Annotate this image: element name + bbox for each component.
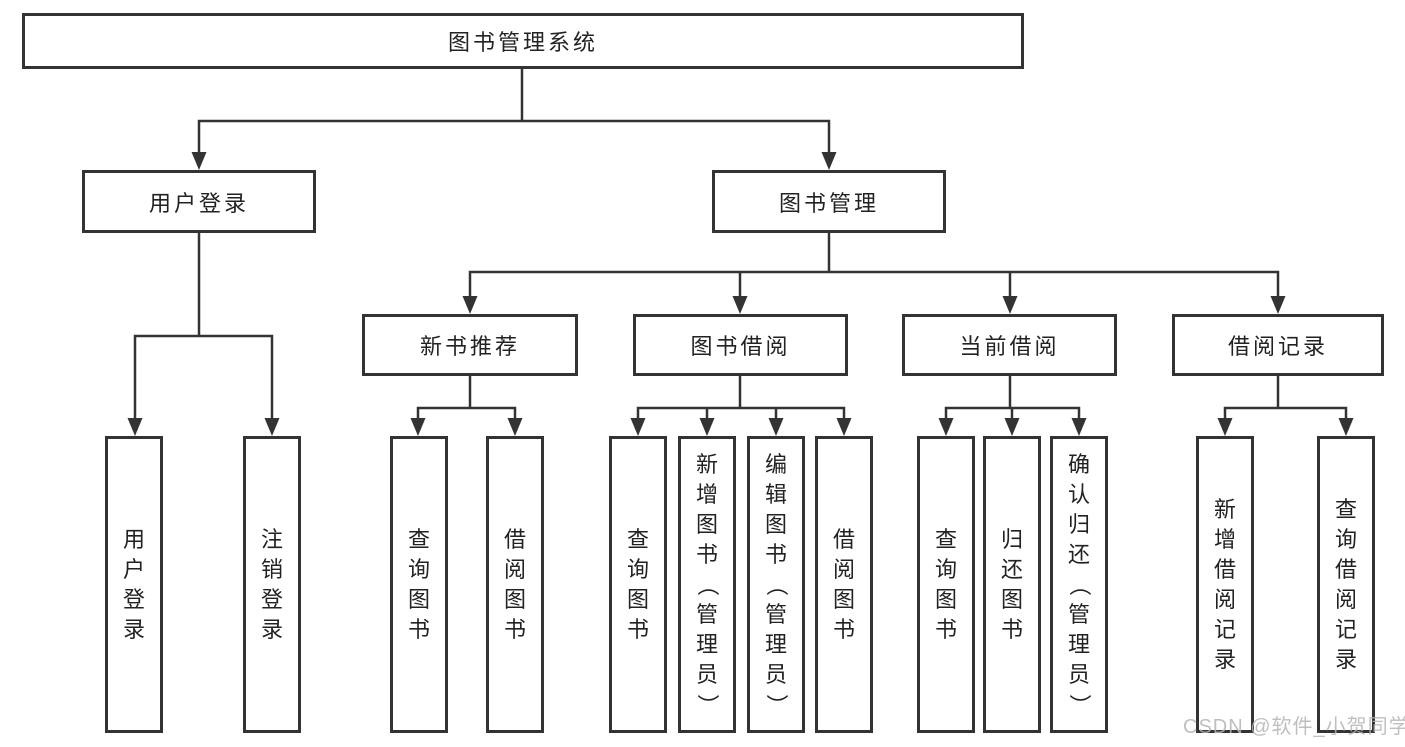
leaf-label: 新增借阅记录 — [1213, 496, 1236, 672]
leaf-label: 查询借阅记录 — [1334, 496, 1357, 672]
node-current-borrowing: 当前借阅 — [902, 314, 1117, 376]
leaf-cb-confirm-return-admin: 确认归还（管理员） — [1050, 436, 1108, 733]
leaf-label: 新增图书（管理员） — [694, 451, 720, 716]
node-label: 图书管理 — [778, 190, 879, 216]
leaf-br-add-record: 新增借阅记录 — [1196, 436, 1254, 733]
leaf-bb-query-books: 查询图书 — [609, 436, 667, 733]
node-user-login: 用户登录 — [82, 170, 316, 233]
leaf-label: 编辑图书（管理员） — [763, 451, 789, 716]
leaf-label: 注销登录 — [260, 526, 283, 642]
node-library-system: 图书管理系统 — [22, 13, 1024, 69]
leaf-user-login: 用户登录 — [105, 436, 163, 733]
leaf-nbr-borrow-books: 借阅图书 — [486, 436, 544, 733]
leaf-label: 查询图书 — [407, 526, 430, 642]
csdn-watermark: CSDN @软件_小贺同学 — [1183, 716, 1405, 738]
leaf-label: 借阅图书 — [503, 526, 526, 642]
leaf-logout: 注销登录 — [243, 436, 301, 733]
node-label: 新书推荐 — [419, 334, 520, 359]
leaf-label: 查询图书 — [626, 526, 649, 642]
leaf-br-query-record: 查询借阅记录 — [1317, 436, 1375, 733]
node-label: 借阅记录 — [1227, 334, 1328, 359]
leaf-bb-edit-book-admin: 编辑图书（管理员） — [747, 436, 805, 733]
node-book-borrowing: 图书借阅 — [633, 314, 848, 376]
leaf-label: 归还图书 — [1000, 526, 1023, 642]
node-new-book-recommendation: 新书推荐 — [362, 314, 578, 376]
leaf-bb-borrow-books: 借阅图书 — [815, 436, 873, 733]
leaf-label: 查询图书 — [934, 526, 957, 642]
leaf-label: 用户登录 — [122, 526, 145, 642]
node-label: 图书管理系统 — [447, 30, 598, 55]
node-label: 图书借阅 — [690, 334, 791, 359]
node-borrowing-records: 借阅记录 — [1172, 314, 1384, 376]
node-label: 当前借阅 — [959, 334, 1060, 359]
leaf-cb-query-books: 查询图书 — [917, 436, 975, 733]
node-label: 用户登录 — [148, 190, 249, 216]
leaf-cb-return-books: 归还图书 — [983, 436, 1041, 733]
leaf-nbr-query-books: 查询图书 — [390, 436, 448, 733]
leaf-label: 借阅图书 — [832, 526, 855, 642]
leaf-bb-add-book-admin: 新增图书（管理员） — [678, 436, 736, 733]
leaf-label: 确认归还（管理员） — [1066, 451, 1092, 716]
node-book-management: 图书管理 — [712, 170, 946, 233]
